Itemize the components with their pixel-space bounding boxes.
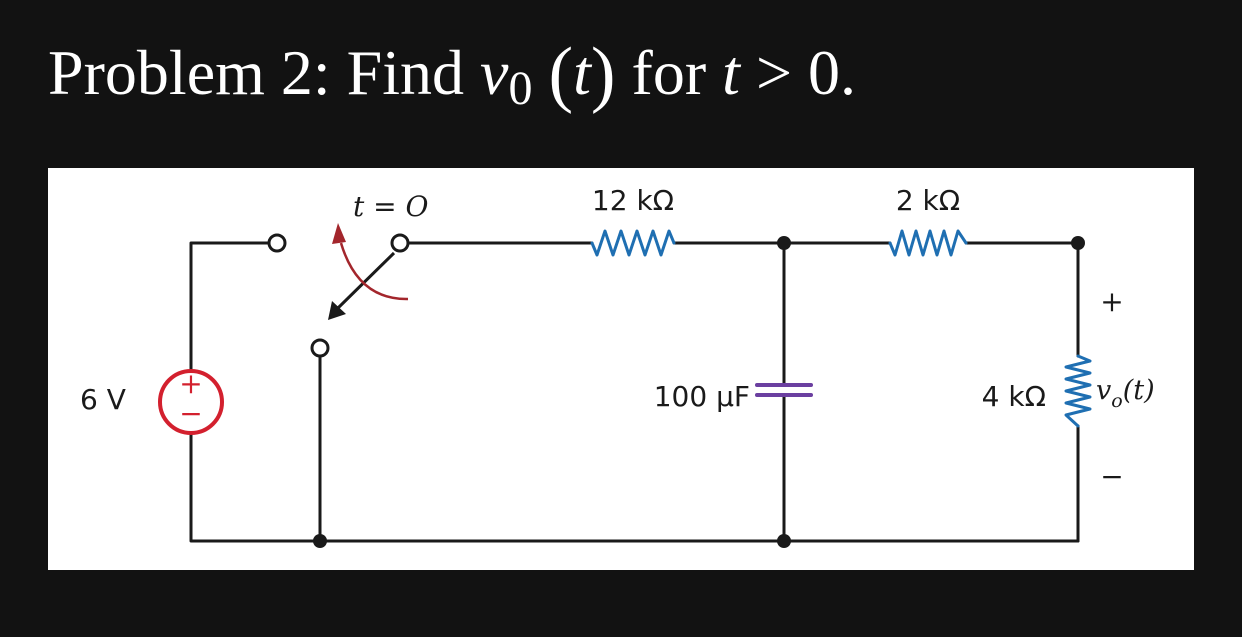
title-variable-2: t: [722, 37, 740, 108]
switch-label: t = O: [353, 190, 429, 223]
output-voltage-arg: (t): [1123, 375, 1155, 406]
output-minus: −: [1100, 460, 1123, 493]
resistor-12k-label: 12 kΩ: [592, 184, 674, 217]
title-prefix: Problem 2: Find: [48, 37, 481, 108]
source-plus: +: [179, 367, 202, 400]
wires: [189, 241, 1080, 543]
resistor-4k-label: 4 kΩ: [982, 380, 1046, 413]
resistor-2k: [888, 229, 968, 257]
circuit-diagram: + − 6 V t = O 12 kΩ 2 kΩ 100 μF 4 kΩ + −…: [80, 184, 1155, 548]
title-paren-open: (: [548, 33, 574, 115]
resistor-4k: [1064, 354, 1092, 428]
resistor-12k: [590, 229, 676, 257]
output-plus: +: [1100, 285, 1123, 318]
switch-motion-arc: [339, 242, 409, 301]
resistors: [590, 229, 1092, 428]
wire-bottom-left: [189, 431, 322, 543]
switch-motion-arrowhead: [332, 223, 346, 244]
capacitor-label: 100 μF: [654, 380, 750, 413]
source-circle: [158, 369, 224, 435]
output-voltage-sub: o: [1111, 390, 1122, 412]
switch-contact-left: [267, 233, 287, 253]
switch-pole-contact: [310, 338, 330, 358]
source-label: 6 V: [80, 383, 126, 416]
switch-blade-arrowhead: [328, 301, 346, 320]
switch-blade: [336, 251, 396, 310]
node-top-middle: [777, 236, 791, 250]
switch: [267, 223, 410, 358]
title-middle: for: [615, 37, 723, 108]
title-subscript: 0: [508, 62, 533, 115]
node-bottom-middle: [777, 534, 791, 548]
node-bottom-switch: [313, 534, 327, 548]
source-minus: −: [179, 397, 202, 430]
voltage-source: + −: [158, 367, 224, 435]
switch-contact-right: [390, 233, 410, 253]
title-paren-close: ): [590, 33, 616, 115]
capacitor: [755, 383, 813, 397]
problem-title: Problem 2: Find v0 (t) for t > 0.: [48, 30, 856, 119]
output-voltage-var: v: [1096, 375, 1111, 406]
wire-left: [189, 241, 272, 373]
resistor-2k-label: 2 kΩ: [896, 184, 960, 217]
title-argument: t: [573, 37, 591, 108]
node-top-right: [1071, 236, 1085, 250]
circuit-panel: + − 6 V t = O 12 kΩ 2 kΩ 100 μF 4 kΩ + −…: [48, 168, 1194, 570]
output-voltage-label: vo(t): [1096, 375, 1155, 412]
nodes: [313, 236, 1085, 548]
title-variable: v: [480, 37, 509, 108]
title-condition: > 0.: [739, 37, 857, 108]
